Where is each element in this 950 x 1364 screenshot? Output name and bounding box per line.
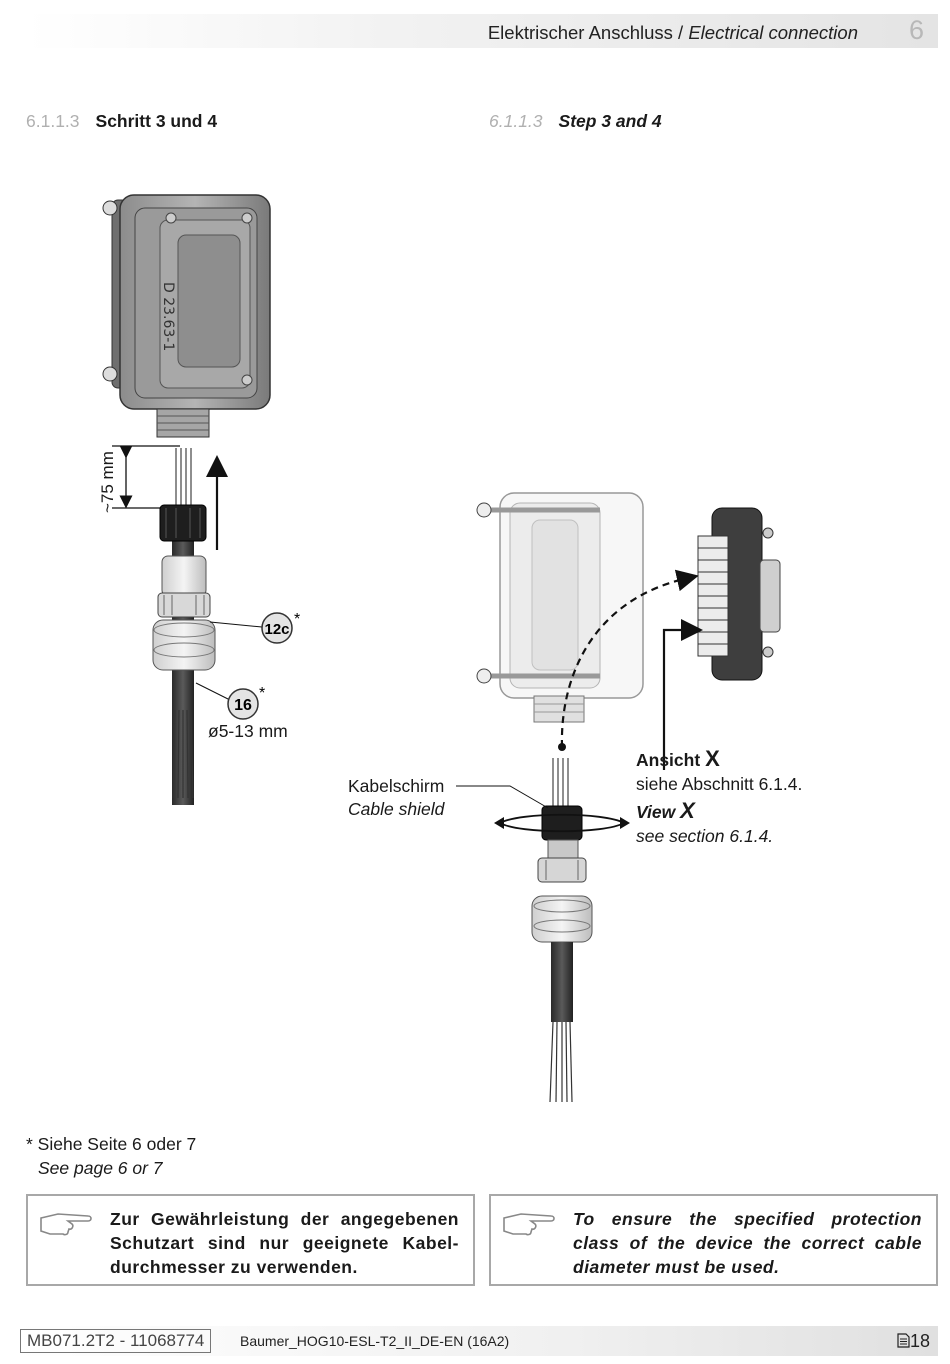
callout-12c-asterisk: *: [294, 611, 300, 628]
callout-12c: 12c *: [261, 611, 300, 644]
header-title-de: Elektrischer Anschluss: [487, 22, 673, 43]
note-box-de: Zur Gewährleistung der angegebenen Schut…: [26, 1194, 475, 1286]
pointing-hand-icon: [40, 1213, 92, 1236]
note-text-de: Zur Gewährleistung der angegebenen Schut…: [110, 1209, 459, 1277]
footnote-de: * Siehe Seite 6 oder 7: [26, 1134, 197, 1154]
cable-shield-label-en: Cable shield: [348, 799, 445, 819]
left-wires-bottom: [172, 709, 194, 799]
left-wires-top: [175, 448, 192, 505]
view-x-label-en: View X: [636, 798, 695, 824]
left-cable-gland-parts: [152, 504, 216, 805]
section-heading-de: 6.1.1.3 Schritt 3 und 4: [26, 111, 217, 132]
diameter-label: ø5-13 mm: [208, 721, 288, 741]
callout-16-asterisk: *: [259, 685, 265, 702]
chapter-number: 6: [908, 15, 924, 45]
right-housing: [476, 492, 644, 723]
header-title-en: Electrical connection: [688, 22, 858, 43]
callout-16: 16 *: [227, 685, 265, 720]
section-title-en: Step 3 and 4: [558, 111, 662, 131]
wire-route-dashed-arrow: [560, 569, 699, 748]
dimension-75mm: [112, 445, 180, 509]
section-title-de: Schritt 3 und 4: [95, 111, 218, 131]
view-x-label-de: Ansicht X: [636, 746, 720, 772]
page-number-block: 18: [897, 1331, 930, 1352]
page-number: 18: [909, 1331, 930, 1351]
view-x-ref-de: siehe Abschnitt 6.1.4.: [636, 774, 803, 794]
right-cable-gland-parts: [494, 758, 630, 1103]
pointing-hand-icon: [503, 1213, 555, 1236]
terminal-block: [697, 507, 781, 681]
header-title-separator: /: [672, 22, 689, 43]
cable-shield-label-de: Kabelschirm: [348, 776, 445, 796]
left-housing: D 23.63-1: [102, 194, 271, 438]
section-number-de: 6.1.1.3: [26, 111, 80, 131]
view-x-en-prefix: View: [636, 802, 676, 822]
cable-shield-leader: [456, 785, 549, 809]
view-x-pointer-arrow: [662, 619, 703, 770]
header-title: Elektrischer Anschluss / Electrical conn…: [488, 22, 858, 44]
document-filename: Baumer_HOG10-ESL-T2_II_DE-EN (16A2): [240, 1333, 510, 1349]
callout-16-label: 16: [234, 697, 252, 714]
view-x-de-letter: X: [705, 746, 720, 771]
dimension-label: ~75 mm: [98, 451, 117, 513]
view-x-ref-en: see section 6.1.4.: [636, 826, 774, 846]
page-footer: MB071.2T2 - 11068774 Baumer_HOG10-ESL-T2…: [14, 1326, 938, 1356]
note-text-en: To ensure the specified protection class…: [573, 1209, 922, 1277]
note-box-en: To ensure the specified protection class…: [489, 1194, 938, 1286]
page-header: Elektrischer Anschluss / Electrical conn…: [26, 14, 938, 48]
section-number-en: 6.1.1.3: [489, 111, 543, 131]
footnote-en: See page 6 or 7: [38, 1158, 163, 1178]
view-x-en-letter: X: [680, 798, 695, 823]
document-id: MB071.2T2 - 11068774: [20, 1329, 212, 1353]
document-page-icon: [897, 1333, 910, 1348]
housing-marking: D 23.63-1: [160, 282, 176, 351]
callout-12c-label: 12c: [264, 621, 289, 638]
view-x-de-prefix: Ansicht: [636, 750, 701, 770]
section-heading-en: 6.1.1.3 Step 3 and 4: [489, 111, 662, 132]
